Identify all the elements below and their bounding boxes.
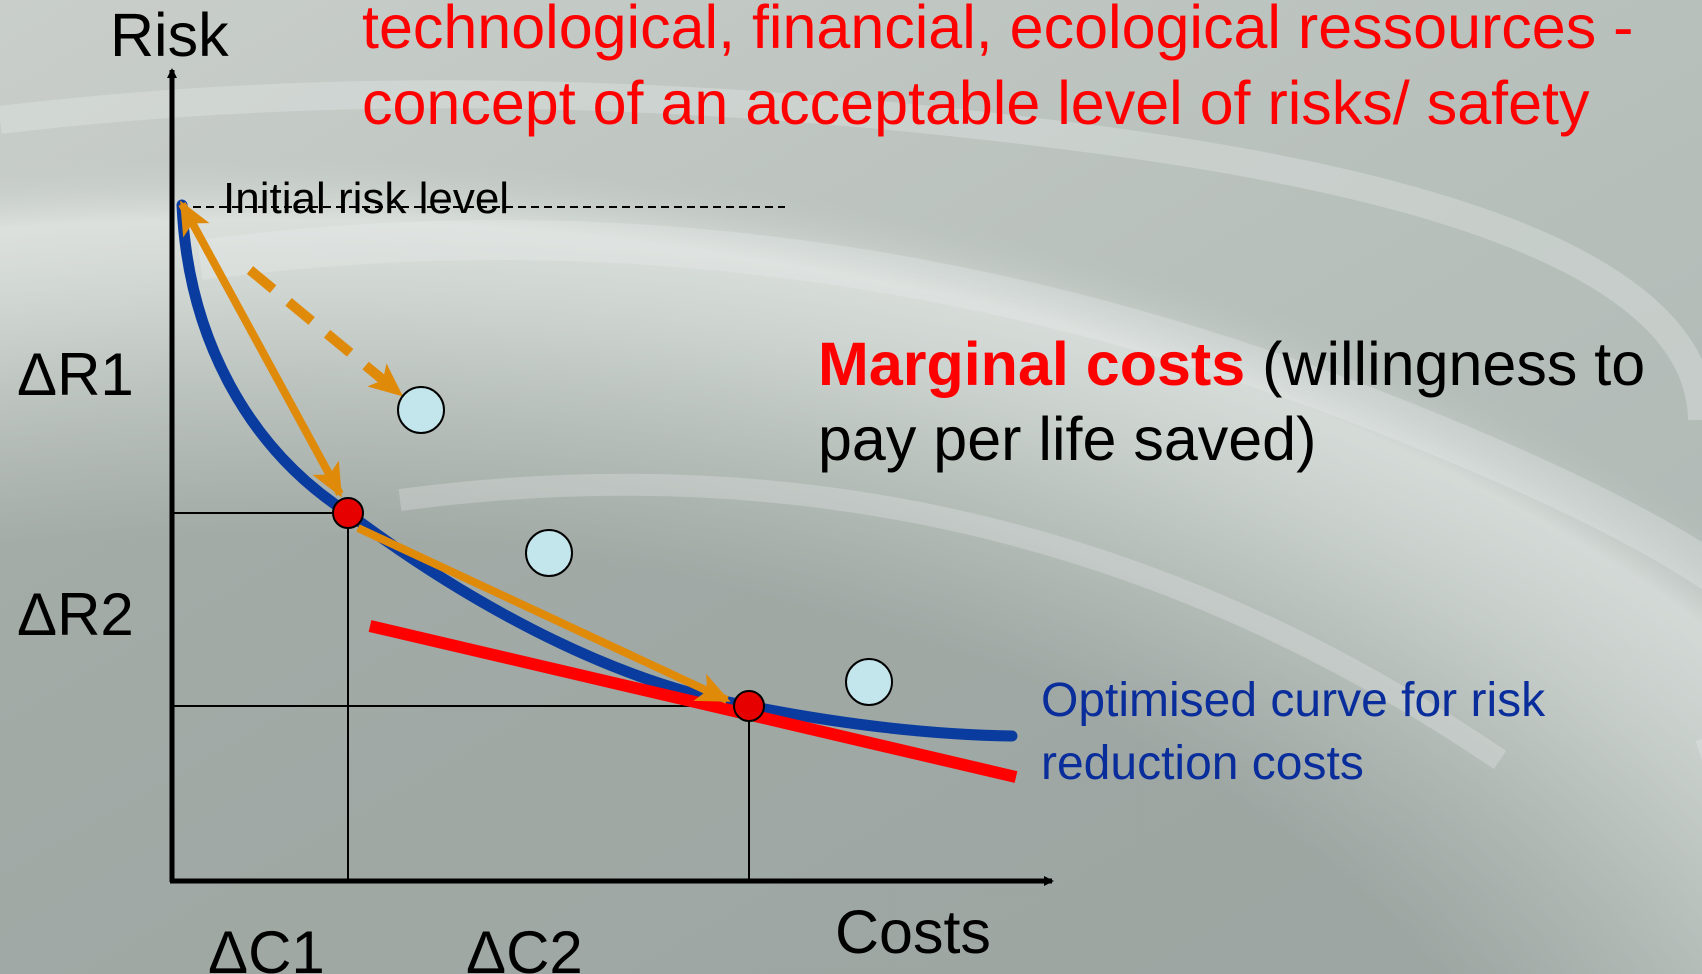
- delta-c1-label: ΔC1: [208, 919, 325, 974]
- arrow-to-point-1: [178, 200, 344, 498]
- x-axis-label: Costs: [835, 898, 991, 966]
- header-line-2: concept of an acceptable level of risks/…: [362, 69, 1590, 137]
- marginal-cost-tangent: [368, 620, 1018, 783]
- dashed-arrow-to-option-1: [246, 266, 404, 398]
- curve-point-2: [733, 690, 765, 722]
- option-circle-1: [397, 386, 445, 434]
- delta-c2-label: ΔC2: [466, 919, 583, 974]
- curve-point-1: [332, 497, 364, 529]
- marginal-costs-line-2: pay per life saved): [818, 405, 1317, 473]
- header-line-1: technological, financial, ecological res…: [362, 0, 1634, 61]
- y-axis-label: Risk: [110, 1, 229, 69]
- optimised-curve-label-line-1: Optimised curve for risk: [1041, 674, 1546, 727]
- delta-r1-label: ΔR1: [17, 341, 134, 408]
- optimised-curve-label-line-2: reduction costs: [1041, 737, 1364, 790]
- marginal-costs-line-1: Marginal costs (willingness to: [818, 334, 1645, 395]
- option-circle-2: [525, 529, 573, 577]
- arrow-to-point-2: [356, 524, 731, 704]
- option-circle-3: [845, 658, 893, 706]
- marginal-costs-note: (willingness to: [1245, 330, 1646, 398]
- marginal-costs-heading: Marginal costs: [818, 330, 1246, 398]
- initial-risk-label: Initial risk level: [223, 174, 510, 223]
- delta-r2-label: ΔR2: [17, 581, 134, 648]
